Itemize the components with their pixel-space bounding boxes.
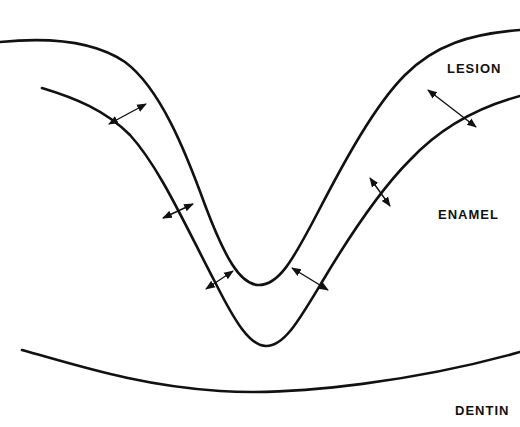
dentin-junction [22, 350, 520, 392]
dentin-label: DENTIN [455, 404, 509, 417]
depth-arrows [109, 90, 476, 290]
tooth-surface [0, 30, 520, 285]
enamel-label: ENAMEL [438, 208, 499, 221]
lesion-label: LESION [447, 62, 501, 75]
lesion-front [42, 88, 520, 346]
